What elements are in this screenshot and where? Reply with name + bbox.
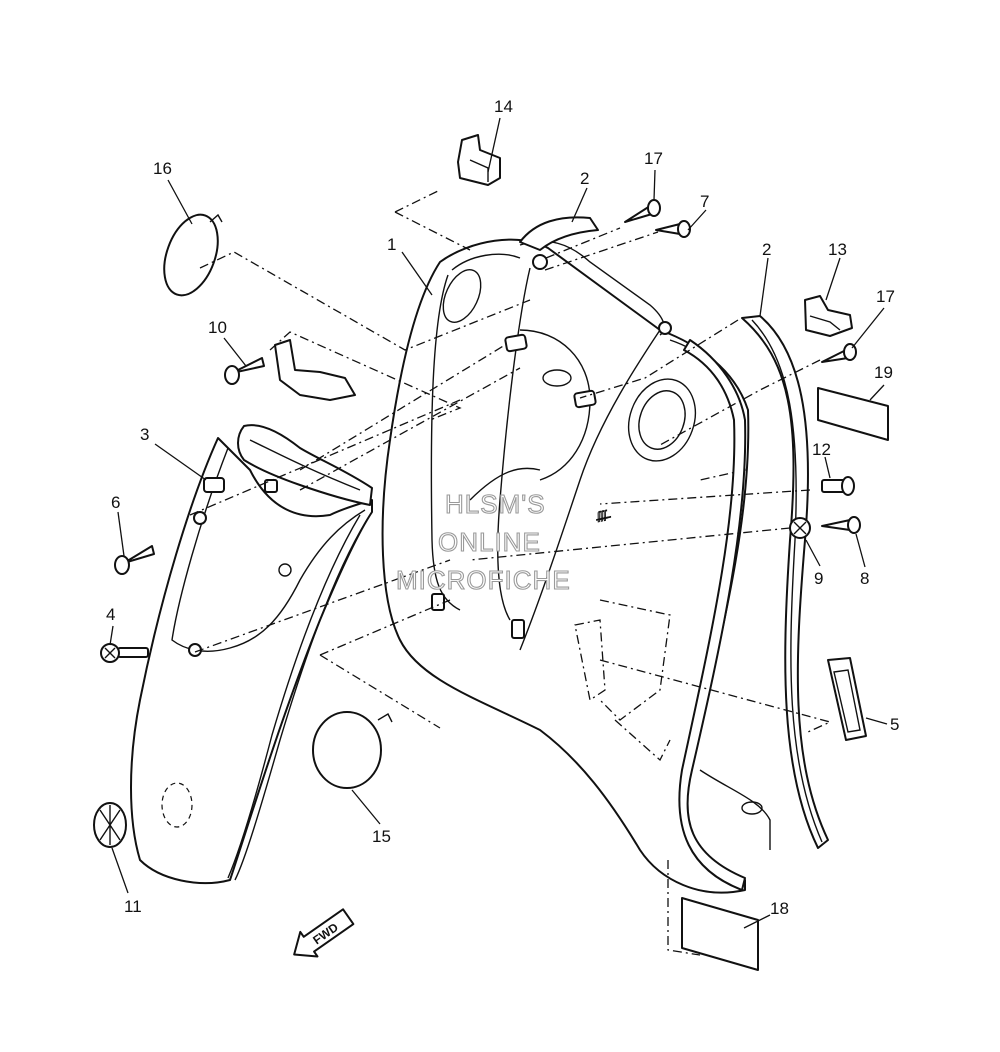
part-2-trim-left — [519, 216, 599, 251]
callout-6: 6 — [111, 493, 120, 512]
side-strip — [678, 339, 747, 891]
callout-7: 7 — [700, 192, 709, 211]
part-6-screw — [114, 545, 155, 575]
callout-19: 19 — [874, 363, 893, 382]
part-10-bracket — [274, 339, 356, 401]
part-9-nut — [789, 517, 811, 539]
callout-17a: 17 — [644, 149, 663, 168]
part-18-label — [681, 897, 759, 971]
part-17-screw-right — [821, 343, 857, 363]
callout-4: 4 — [106, 605, 115, 624]
callout-1: 1 — [387, 235, 396, 254]
watermark: HLSM'S ONLINE MICROFICHE — [395, 488, 571, 595]
part-11-rivet — [93, 802, 127, 848]
callout-11: 11 — [124, 897, 142, 916]
callout-17b: 17 — [876, 287, 895, 306]
callout-8: 8 — [860, 569, 869, 588]
callout-5: 5 — [890, 715, 899, 734]
callout-3: 3 — [140, 425, 149, 444]
part-1-leg-shield: ſ̶ſ̶ſ̶ — [381, 238, 771, 894]
part-14-clip — [457, 134, 501, 186]
callout-12: 12 — [812, 440, 831, 459]
part-19-label — [817, 387, 889, 441]
callout-10: 10 — [208, 318, 227, 337]
part-7-screw — [655, 220, 691, 238]
callout-16: 16 — [153, 159, 172, 178]
callout-2b: 2 — [762, 240, 771, 259]
part-16-cap — [163, 213, 223, 297]
part-17-screw-top — [624, 199, 661, 223]
callout-2a: 2 — [580, 169, 589, 188]
part-15-cap — [312, 711, 393, 789]
callout-18: 18 — [770, 899, 789, 918]
fwd-arrow: FWD — [293, 908, 355, 958]
part-10-screw — [224, 357, 265, 385]
part-3-front-cover — [130, 437, 373, 885]
callout-14: 14 — [494, 97, 513, 116]
part-13-clip — [804, 295, 853, 337]
part-8-screw — [821, 516, 861, 534]
upper-panel — [237, 424, 373, 506]
assembly-lines — [189, 189, 832, 956]
watermark-line-2: ONLINE — [438, 527, 541, 557]
leader-lines — [109, 117, 888, 929]
callout-9: 9 — [814, 569, 823, 588]
part-4-bolt — [100, 643, 149, 663]
part-5-clip — [827, 657, 867, 741]
part-12-bolt — [821, 476, 855, 496]
callout-13: 13 — [828, 240, 847, 259]
callouts: 1 2 2 3 4 5 6 7 8 9 10 11 12 13 14 15 16… — [106, 97, 899, 918]
watermark-line-3: MICROFICHE — [396, 565, 571, 595]
part-2-trim-right — [741, 315, 829, 849]
watermark-line-1: HLSM'S — [445, 489, 546, 519]
callout-15: 15 — [372, 827, 391, 846]
